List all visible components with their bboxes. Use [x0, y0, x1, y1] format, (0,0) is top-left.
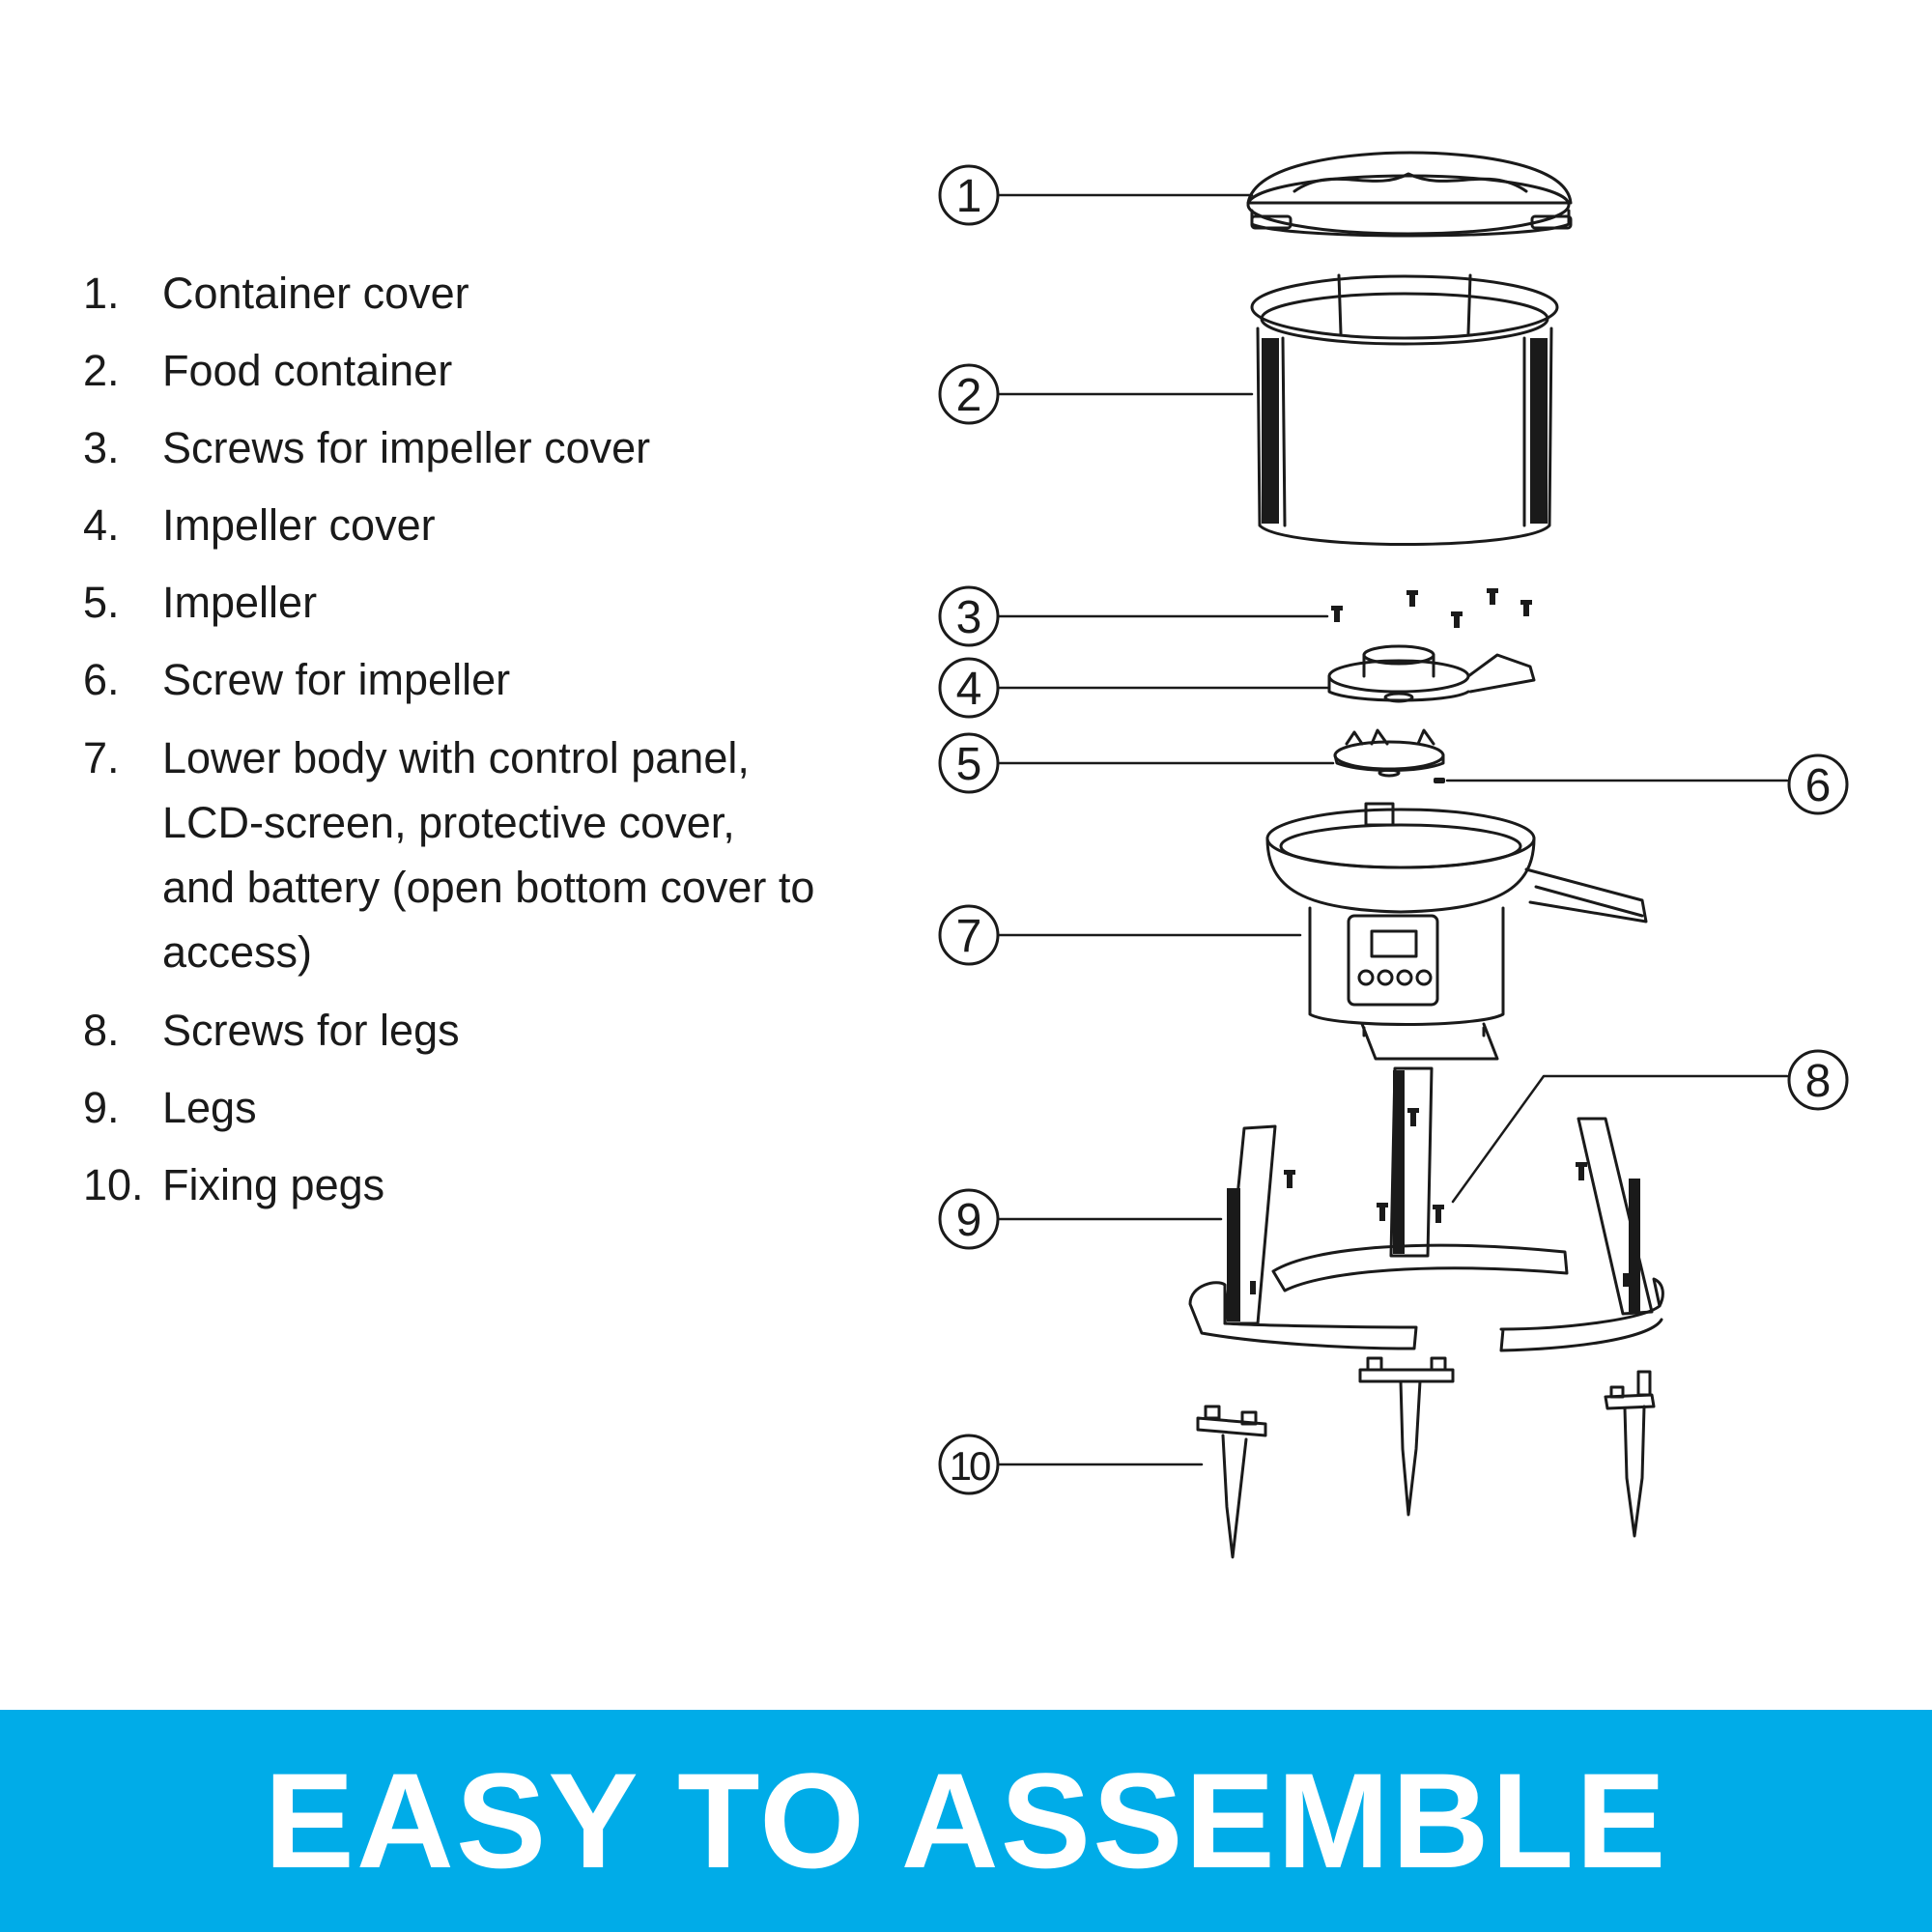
legs-drawing: [1188, 1066, 1664, 1352]
part-label: Container cover: [162, 269, 469, 318]
callout-1: 1: [956, 171, 982, 222]
bottom-banner: EASY TO ASSEMBLE: [0, 1710, 1932, 1932]
part-number: 10.: [83, 1160, 144, 1209]
part-item-3: 3. Screws for impeller cover: [83, 415, 817, 480]
part-item-9: 9. Legs: [83, 1075, 817, 1140]
part-number: 8.: [83, 1006, 120, 1055]
callout-7: 7: [956, 911, 982, 962]
part-label: Screws for impeller cover: [162, 423, 651, 472]
fixing-pegs-drawing: [1196, 1356, 1656, 1559]
part-label: Food container: [162, 346, 453, 395]
callout-4: 4: [956, 664, 982, 715]
part-label: Lower body with control panel, LCD-scree…: [162, 733, 815, 977]
parts-list: 1. Container cover 2. Food container 3. Scr…: [83, 261, 817, 1230]
part-item-4: 4. Impeller cover: [83, 493, 817, 557]
part-label: Screws for legs: [162, 1006, 460, 1055]
callout-numbers: 1 2 3 4 5 6 7 8 9 10: [950, 171, 1832, 1489]
callout-8: 8: [1805, 1056, 1832, 1107]
callout-3: 3: [956, 592, 982, 643]
callout-5: 5: [956, 739, 982, 790]
callout-10: 10: [950, 1443, 990, 1489]
part-label: Impeller cover: [162, 500, 436, 550]
callout-2: 2: [956, 370, 982, 421]
exploded-assembly-diagram: 1 2 3 4 5 6 7 8 9 10: [938, 151, 1849, 1559]
part-item-6: 6. Screw for impeller: [83, 647, 817, 712]
callout-leaders: [997, 193, 1789, 1466]
part-item-10: 10. Fixing pegs: [83, 1152, 817, 1217]
part-number: 3.: [83, 423, 120, 472]
impeller-screw-drawing: [1434, 778, 1445, 783]
part-number: 1.: [83, 269, 120, 318]
lower-body-drawing: [1265, 802, 1648, 1061]
part-item-5: 5. Impeller: [83, 570, 817, 635]
callout-6: 6: [1805, 760, 1832, 811]
part-item-1: 1. Container cover: [83, 261, 817, 326]
part-number: 9.: [83, 1083, 120, 1132]
part-number: 2.: [83, 346, 120, 395]
part-label: Legs: [162, 1083, 257, 1132]
part-label: Fixing pegs: [162, 1160, 385, 1209]
part-label: Impeller: [162, 578, 318, 627]
part-number: 4.: [83, 500, 120, 550]
part-number: 5.: [83, 578, 120, 627]
impeller-drawing: [1333, 728, 1445, 778]
part-number: 6.: [83, 655, 120, 704]
part-label: Screw for impeller: [162, 655, 511, 704]
callout-9: 9: [956, 1195, 982, 1246]
part-item-2: 2. Food container: [83, 338, 817, 403]
impeller-cover-screws-drawing: [1331, 588, 1532, 628]
banner-title: EASY TO ASSEMBLE: [264, 1745, 1668, 1896]
part-number: 7.: [83, 733, 120, 782]
callout-circles: [938, 164, 1849, 1495]
leg-screws-drawing: [1250, 1108, 1629, 1294]
part-item-7: 7. Lower body with control panel, LCD-scr…: [83, 725, 817, 984]
impeller-cover-drawing: [1327, 644, 1536, 703]
food-container-drawing: [1250, 273, 1559, 546]
container-cover-drawing: [1246, 151, 1573, 238]
part-item-8: 8. Screws for legs: [83, 998, 817, 1063]
